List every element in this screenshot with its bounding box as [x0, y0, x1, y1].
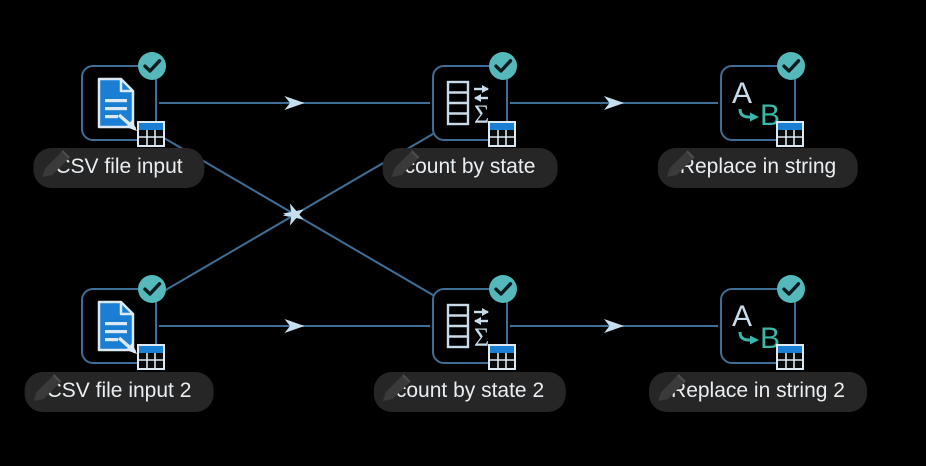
- edge-arrowhead-icon: [284, 96, 305, 110]
- node-label-csv-file-input[interactable]: CSV file input: [33, 148, 205, 188]
- node-label-replace-in-string-2[interactable]: Replace in string 2: [649, 372, 867, 412]
- node-label-count-by-state-2[interactable]: count by state 2: [373, 372, 567, 412]
- node-label-replace-in-string[interactable]: Replace in string: [657, 148, 859, 188]
- success-check-icon: [777, 275, 805, 303]
- label-text: CSV file input: [55, 155, 183, 178]
- success-check-icon: [777, 52, 805, 80]
- replace-from-glyph: A: [732, 77, 752, 110]
- label-text: Replace in string: [679, 155, 837, 178]
- output-table-port-icon[interactable]: [776, 344, 804, 370]
- success-check-icon: [489, 275, 517, 303]
- node-label-csv-file-input-2[interactable]: CSV file input 2: [24, 372, 214, 412]
- group-by-sigma-icon: Σ: [446, 303, 489, 352]
- replace-a-to-b-icon: A B: [732, 300, 780, 355]
- sigma-glyph: Σ: [474, 100, 489, 129]
- success-check-icon: [138, 275, 166, 303]
- replace-a-to-b-icon: A B: [732, 77, 780, 132]
- edge-arrowhead-icon: [604, 96, 624, 110]
- output-table-port-icon[interactable]: [776, 121, 804, 147]
- edge-arrowhead-icon: [604, 319, 624, 333]
- label-text: count by state: [404, 155, 536, 178]
- output-table-port-icon[interactable]: [137, 121, 165, 147]
- output-table-port-icon[interactable]: [488, 121, 516, 147]
- replace-to-glyph: B: [760, 322, 780, 355]
- group-by-sigma-icon: Σ: [446, 80, 489, 129]
- output-table-port-icon[interactable]: [488, 344, 516, 370]
- edge-arrowhead-icon: [284, 319, 305, 333]
- replace-from-glyph: A: [732, 300, 752, 333]
- sigma-glyph: Σ: [474, 323, 489, 352]
- node-label-count-by-state[interactable]: count by state: [382, 148, 558, 188]
- edge-arrowhead-icon: [282, 209, 304, 226]
- output-table-port-icon[interactable]: [137, 344, 165, 370]
- csv-document-icon: [97, 300, 137, 354]
- label-text: Replace in string 2: [671, 379, 845, 402]
- csv-document-icon: [97, 77, 137, 131]
- label-text: count by state 2: [395, 379, 545, 402]
- label-text: CSV file input 2: [46, 379, 192, 402]
- success-check-icon: [138, 52, 166, 80]
- success-check-icon: [489, 52, 517, 80]
- replace-to-glyph: B: [760, 99, 780, 132]
